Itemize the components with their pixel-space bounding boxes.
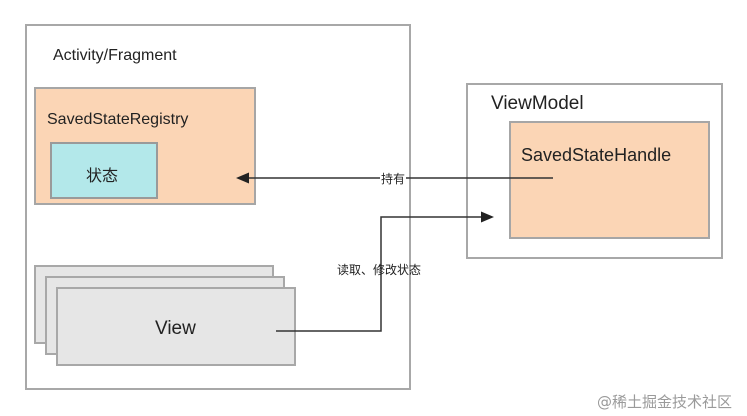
watermark: @稀土掘金技术社区: [597, 393, 733, 411]
read-write-arrow-head: [481, 211, 494, 223]
activity-fragment-label: Activity/Fragment: [53, 47, 177, 64]
view-label: View: [155, 318, 196, 339]
state-box: [50, 142, 158, 199]
saved-state-registry-label: SavedStateRegistry: [47, 111, 189, 128]
read-write-arrow: [276, 211, 494, 332]
read-write-label: 读取、修改状态: [337, 263, 422, 277]
state-label: 状态: [86, 166, 119, 185]
view-card-front: [56, 287, 296, 366]
saved-state-handle-label: SavedStateHandle: [521, 145, 672, 165]
hold-arrow-head: [236, 172, 249, 184]
read-write-arrow-line: [276, 216, 482, 332]
viewmodel-label: ViewModel: [491, 93, 584, 114]
hold-label: 持有: [380, 170, 407, 187]
saved-state-handle-box: [509, 121, 710, 239]
